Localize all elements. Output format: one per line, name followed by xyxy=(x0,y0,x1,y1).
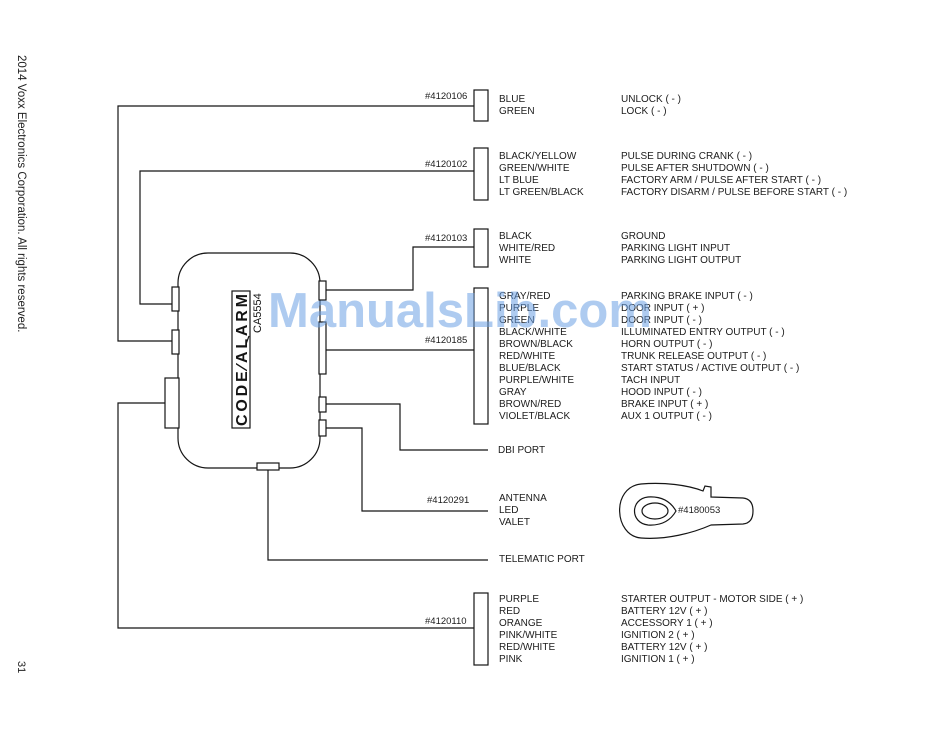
harness-part-number: #4120185 xyxy=(425,335,468,346)
module-connector-left-power xyxy=(164,377,180,429)
wire-label: WHITE/RED xyxy=(499,243,556,254)
harness-4120291-wire xyxy=(326,427,488,512)
wire-label: ANTENNA xyxy=(499,493,547,504)
harness-part-number: #4120110 xyxy=(425,616,467,627)
wire-label: RED/WHITE xyxy=(499,351,556,362)
wire-function-label: IGNITION 2 ( + ) xyxy=(621,630,695,641)
wire-label: BLUE/BLACK xyxy=(499,363,561,374)
wire-function-label: PARKING LIGHT OUTPUT xyxy=(621,255,742,266)
wire-label: PURPLE xyxy=(499,303,540,314)
logo-slash-mark: ⁄ xyxy=(234,363,251,372)
harness-4120185-plug xyxy=(473,287,489,425)
module-logo: CODE⁄ALARM xyxy=(234,294,251,426)
wire-label: PINK/WHITE xyxy=(499,630,558,641)
wire-label: BLACK xyxy=(499,231,532,242)
harness-4120106-wire xyxy=(117,105,474,342)
wire-label: PURPLE/WHITE xyxy=(499,375,575,386)
harness-part-number: #4120103 xyxy=(425,233,468,244)
wire-function-label: UNLOCK ( - ) xyxy=(621,94,681,105)
harness-4120102-plug xyxy=(473,147,489,201)
harness-4120103-wire xyxy=(326,246,474,291)
wire-label: VALET xyxy=(499,517,530,528)
wire-label: PURPLE xyxy=(499,594,540,605)
remote-fob-inner-contour xyxy=(633,496,677,526)
wire-function-label: ILLUMINATED ENTRY OUTPUT ( - ) xyxy=(621,327,785,338)
harness-part-number: #4120291 xyxy=(427,495,470,506)
wire-function-label: PULSE AFTER SHUTDOWN ( - ) xyxy=(621,163,769,174)
wire-label: LT GREEN/BLACK xyxy=(499,187,584,198)
wire-function-label: DOOR INPUT ( - ) xyxy=(621,315,702,326)
harness-4120102-wire xyxy=(139,170,474,305)
wire-label: BROWN/BLACK xyxy=(499,339,573,350)
module-model-number: CA5554 xyxy=(252,293,264,333)
harness-4120110-wire xyxy=(117,402,474,629)
wire-label: GREEN xyxy=(499,106,535,117)
wire-function-label: DOOR INPUT ( + ) xyxy=(621,303,705,314)
wire-label: VIOLET/BLACK xyxy=(499,411,571,422)
wire-function-label: TACH INPUT xyxy=(621,375,681,386)
harness-part-number: #4120106 xyxy=(425,91,468,102)
wire-label: LT BLUE xyxy=(499,175,539,186)
wire-label: BROWN/RED xyxy=(499,399,562,410)
copyright-notice: 2014 Voxx Electronics Corporation. All r… xyxy=(15,55,27,333)
wire-function-label: FACTORY DISARM / PULSE BEFORE START ( - … xyxy=(621,187,848,198)
module-connector-left-middle xyxy=(171,329,180,355)
wire-label: GREEN/WHITE xyxy=(499,163,570,174)
wire-function-label: PULSE DURING CRANK ( - ) xyxy=(621,151,753,162)
module-connector-right-4 xyxy=(318,419,327,437)
wire-function-label: HOOD INPUT ( - ) xyxy=(621,387,702,398)
wire-label: RED xyxy=(499,606,521,617)
wire-label: RED/WHITE xyxy=(499,642,556,653)
wire-function-label: GROUND xyxy=(621,231,666,242)
harness-4120103-plug xyxy=(473,228,489,268)
wire-function-label: AUX 1 OUTPUT ( - ) xyxy=(621,411,712,422)
module-logo-frame xyxy=(231,290,251,429)
module-connector-left-top xyxy=(171,286,180,312)
wire-function-label: IGNITION 1 ( + ) xyxy=(621,654,695,665)
wire-label: GRAY/RED xyxy=(499,291,551,302)
wire-label: WHITE xyxy=(499,255,532,266)
module-connector-right-1 xyxy=(318,280,327,301)
module-connector-right-3 xyxy=(318,396,327,413)
wire-label: BLACK/WHITE xyxy=(499,327,567,338)
remote-fob-hole xyxy=(641,502,669,520)
wire-function-label: BATTERY 12V ( + ) xyxy=(621,642,708,653)
dbi-port-wire xyxy=(326,403,488,451)
wire-function-label: FACTORY ARM / PULSE AFTER START ( - ) xyxy=(621,175,822,186)
wire-function-label: ACCESSORY 1 ( + ) xyxy=(621,618,713,629)
harness-4120110-plug xyxy=(473,592,489,666)
wire-label: PINK xyxy=(499,654,523,665)
module-connector-bottom xyxy=(256,462,280,471)
wire-function-label: PARKING BRAKE INPUT ( - ) xyxy=(621,291,753,302)
telematic-port-label: TELEMATIC PORT xyxy=(499,554,585,565)
wire-label: LED xyxy=(499,505,519,516)
module-connector-right-2 xyxy=(318,321,327,375)
wire-function-label: TRUNK RELEASE OUTPUT ( - ) xyxy=(621,351,767,362)
telematic-port-wire xyxy=(267,470,488,561)
wire-function-label: LOCK ( - ) xyxy=(621,106,667,117)
wire-function-label: BRAKE INPUT ( + ) xyxy=(621,399,709,410)
wire-label: GREEN xyxy=(499,315,535,326)
harness-part-number: #4120102 xyxy=(425,159,468,170)
wire-function-label: PARKING LIGHT INPUT xyxy=(621,243,731,254)
wire-label: ORANGE xyxy=(499,618,543,629)
wire-label: BLACK/YELLOW xyxy=(499,151,577,162)
logo-word-right: ALARM xyxy=(234,294,251,363)
module-tick-mark xyxy=(245,335,250,345)
wire-label: GRAY xyxy=(499,387,527,398)
dbi-port-label: DBI PORT xyxy=(498,445,546,456)
wire-function-label: HORN OUTPUT ( - ) xyxy=(621,339,713,350)
remote-part-number: #4180053 xyxy=(678,505,721,516)
wire-function-label: START STATUS / ACTIVE OUTPUT ( - ) xyxy=(621,363,800,374)
wire-function-label: STARTER OUTPUT - MOTOR SIDE ( + ) xyxy=(621,594,804,605)
harness-4120106-plug xyxy=(473,89,489,122)
wire-label: BLUE xyxy=(499,94,526,105)
page-number: 31 xyxy=(15,661,27,674)
wire-function-label: BATTERY 12V ( + ) xyxy=(621,606,708,617)
